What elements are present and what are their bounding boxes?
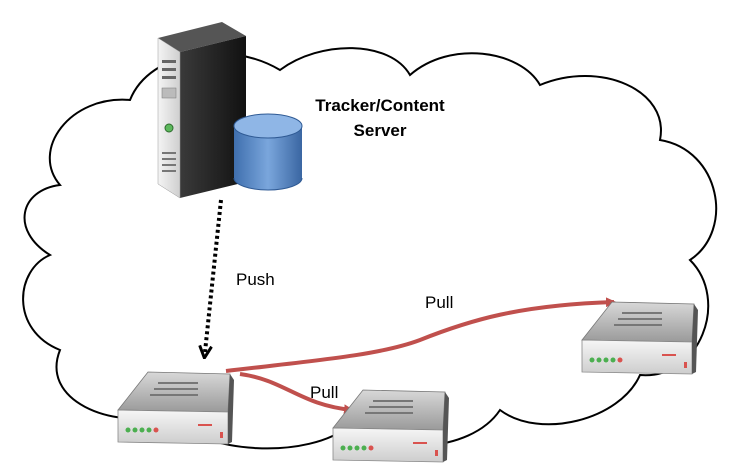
pull-label-far: Pull	[425, 293, 453, 312]
peer-modem-left-icon	[117, 371, 234, 445]
peer-modem-right-icon	[581, 301, 698, 375]
pull-arrow-near	[239, 372, 354, 415]
push-label: Push	[236, 270, 275, 289]
server-tower-icon	[157, 22, 246, 199]
database-icon	[233, 113, 303, 191]
pull-arrow-far	[225, 297, 616, 373]
server-label-line2: Server	[354, 121, 407, 140]
pull-label-near: Pull	[310, 383, 338, 402]
peer-modem-middle-icon	[332, 389, 449, 463]
push-arrow	[205, 199, 223, 352]
server-label-line1: Tracker/Content	[315, 96, 445, 115]
